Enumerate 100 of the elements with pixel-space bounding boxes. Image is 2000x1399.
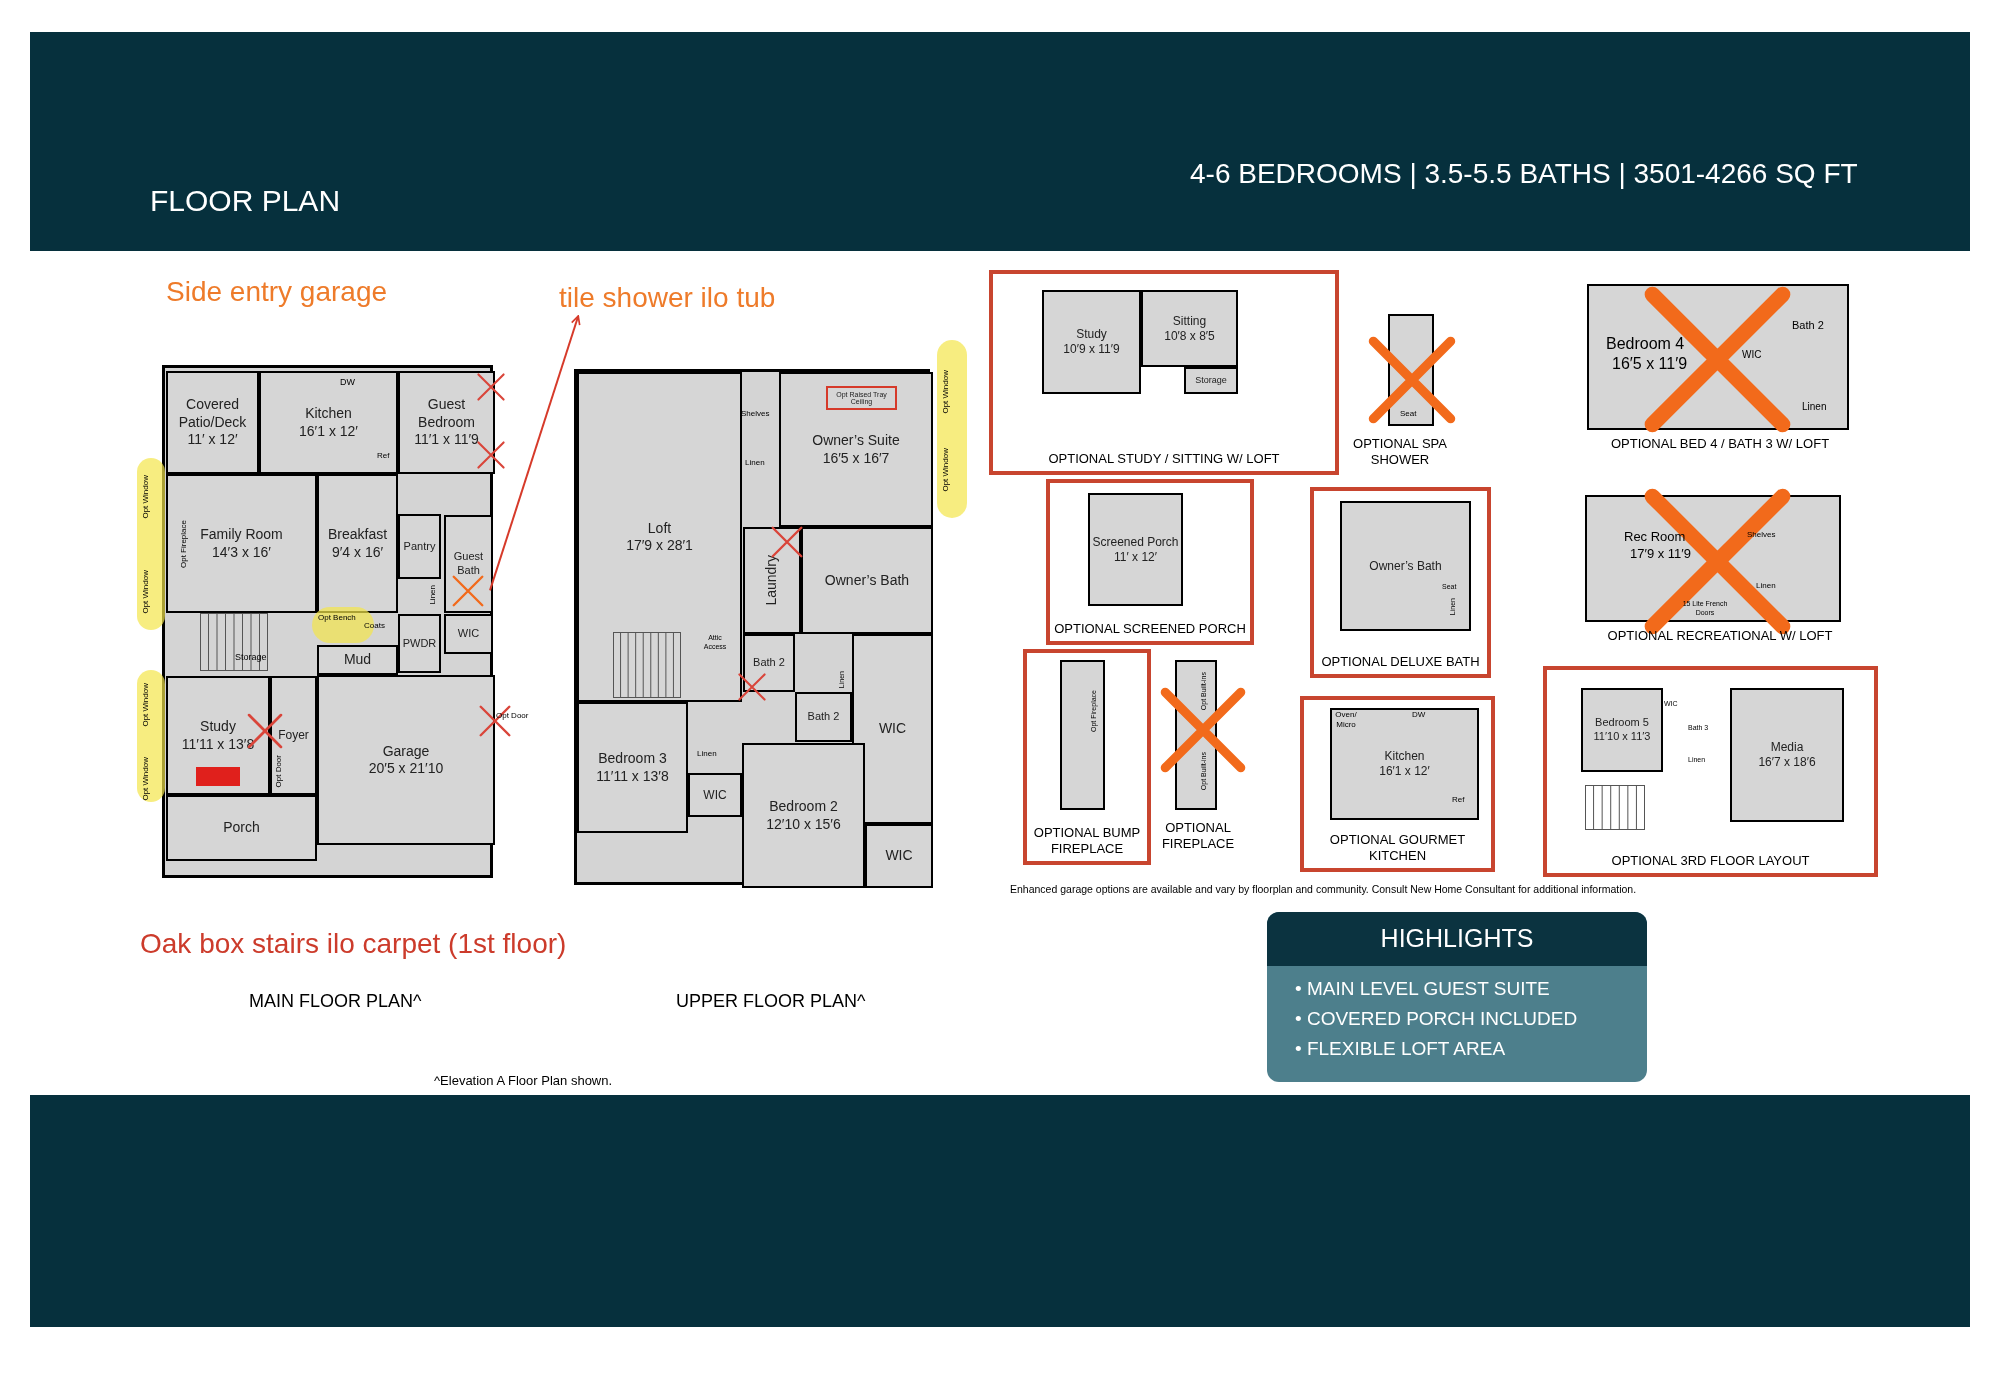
fixture-label: Linen (697, 750, 717, 758)
room (795, 692, 852, 742)
room-dimension: 16′1 x 12′ (1379, 764, 1430, 779)
plan-caption: UPPER FLOOR PLAN^ (676, 992, 866, 1010)
fixture-label: Opt Window (142, 475, 150, 519)
room-name: Owner’s Bath (1369, 558, 1442, 574)
option-caption: OPTIONAL BED 4 / BATH 3 W/ LOFT (1609, 437, 1831, 450)
room (444, 515, 493, 613)
room-name: PWDR (402, 636, 437, 651)
bullet-item: • FLEXIBLE LOFT AREA (1295, 1036, 1507, 1061)
room-name: Mud (343, 651, 372, 669)
room-name: Guest Bath (452, 550, 485, 578)
room-name: Bath 2 (753, 656, 785, 670)
room (577, 702, 688, 833)
room-dimension: 16′5 x 16′7 (822, 449, 890, 467)
room (259, 371, 398, 474)
option-caption: OPTIONAL RECREATIONAL W/ LOFT (1606, 628, 1834, 645)
bullet-item: • MAIN LEVEL GUEST SUITE (1295, 976, 1551, 1001)
option-panel (1543, 666, 1878, 877)
room (801, 527, 933, 634)
room-name: Bath 2 (807, 710, 840, 724)
room-name: Garage (382, 742, 430, 760)
room-name: Bedroom 2 (769, 798, 838, 816)
room-name: Bedroom 4 (1606, 336, 1685, 352)
fixture-label: Opt Window (142, 757, 150, 801)
annotation-text: Side entry garage (166, 278, 388, 306)
room (166, 676, 270, 795)
room (1730, 688, 1844, 822)
room (688, 773, 742, 817)
room-name: Foyer (278, 728, 309, 743)
room (317, 645, 398, 675)
room-dimension: 11′ x 12′ (1114, 549, 1157, 565)
fixture-label: Opt Fireplace (180, 520, 188, 569)
room (1088, 493, 1183, 606)
room-dimension: 16′5 x 11′9 (1612, 356, 1688, 372)
fixture-label: Opt Window (942, 448, 950, 492)
room-name: Screened Porch (1092, 534, 1179, 550)
annotation-text: Oak box stairs ilo carpet (1st floor) (140, 930, 567, 958)
room-dimension: 12′10 x 15′6 (766, 815, 841, 833)
fixture-label: Ref (377, 452, 390, 460)
room-name: Media (1770, 740, 1804, 755)
room (398, 514, 441, 579)
fixture-label: Coats (364, 622, 385, 630)
room (398, 371, 495, 474)
fixture-label: Opt Bench (318, 614, 356, 622)
fixture-label: Oven/ Micro (1334, 710, 1358, 730)
fixture-label: Seat (1400, 410, 1417, 418)
fixture-label: Opt Window (142, 683, 150, 727)
room-name: Kitchen (1384, 749, 1425, 764)
room (852, 634, 933, 824)
room-name: Bedroom 3 (598, 750, 667, 768)
panel-heading: HIGHLIGHTS (1267, 912, 1647, 966)
room (166, 795, 317, 861)
fixture-label: Bath 2 (1792, 320, 1824, 331)
plan-caption: MAIN FLOOR PLAN^ (249, 992, 422, 1010)
option-caption: OPTIONAL 3RD FLOOR LAYOUT (1610, 852, 1811, 869)
option-panel (1310, 487, 1491, 678)
option-caption: OPTIONAL DELUXE BATH (1320, 653, 1481, 670)
floor-plan-outline (162, 365, 493, 878)
room-dimension: 11′10 x 11′3 (1593, 730, 1651, 744)
fixture-label: Ref (1452, 796, 1465, 804)
option-caption: OPTIONAL STUDY / SITTING W/ LOFT (1047, 450, 1281, 467)
room-name: Owner’s Suite (812, 432, 900, 450)
option-caption: OPTIONAL FIREPLACE (1160, 820, 1236, 853)
bullet-item: • COVERED PORCH INCLUDED (1295, 1006, 1579, 1031)
room (317, 474, 398, 613)
annotation-text: tile shower ilo tub (559, 284, 776, 312)
room-name: Bedroom 5 (1595, 716, 1649, 730)
room-name: Porch (223, 819, 260, 837)
room-dimension: 11′ x 12′ (187, 431, 238, 449)
room-name: Guest Bedroom (417, 396, 476, 432)
room-name: WIC (703, 787, 727, 803)
room (779, 372, 933, 527)
fixture-label: WIC (1742, 350, 1762, 360)
option-caption: OPTIONAL SCREENED PORCH (1054, 620, 1246, 637)
room-name: Pantry (403, 539, 436, 554)
room (1141, 290, 1238, 367)
footnote: ^Elevation A Floor Plan shown. (434, 1074, 613, 1087)
room-name: Owner’s Bath (824, 571, 910, 590)
room-name: Study (1076, 327, 1107, 342)
room (577, 372, 742, 702)
footnote: Enhanced garage options are available and vary by floorplan and community. Consult New Home Consultant for additional information. (1010, 884, 1637, 895)
room (1042, 290, 1141, 394)
highlights-panel (1267, 912, 1647, 1082)
room-name: Rec Room (1624, 530, 1686, 543)
room-name: Storage (1195, 374, 1227, 387)
room-dimension: 16′1 x 12′ (299, 422, 358, 440)
callout-box (826, 386, 897, 410)
room-name: Covered Patio/Deck (177, 396, 248, 432)
option-panel (989, 270, 1339, 475)
room-name: Study (200, 718, 236, 736)
room (444, 614, 493, 654)
room-name: Loft (647, 519, 672, 537)
room (166, 474, 317, 613)
room (317, 675, 495, 845)
room-dimension: 11′1 x 11′9 (414, 431, 479, 449)
room-name: Sitting (1172, 313, 1207, 329)
fixture-label: Opt Window (942, 370, 950, 414)
fixture-label: DW (1412, 711, 1426, 719)
option-panel (1300, 696, 1495, 872)
